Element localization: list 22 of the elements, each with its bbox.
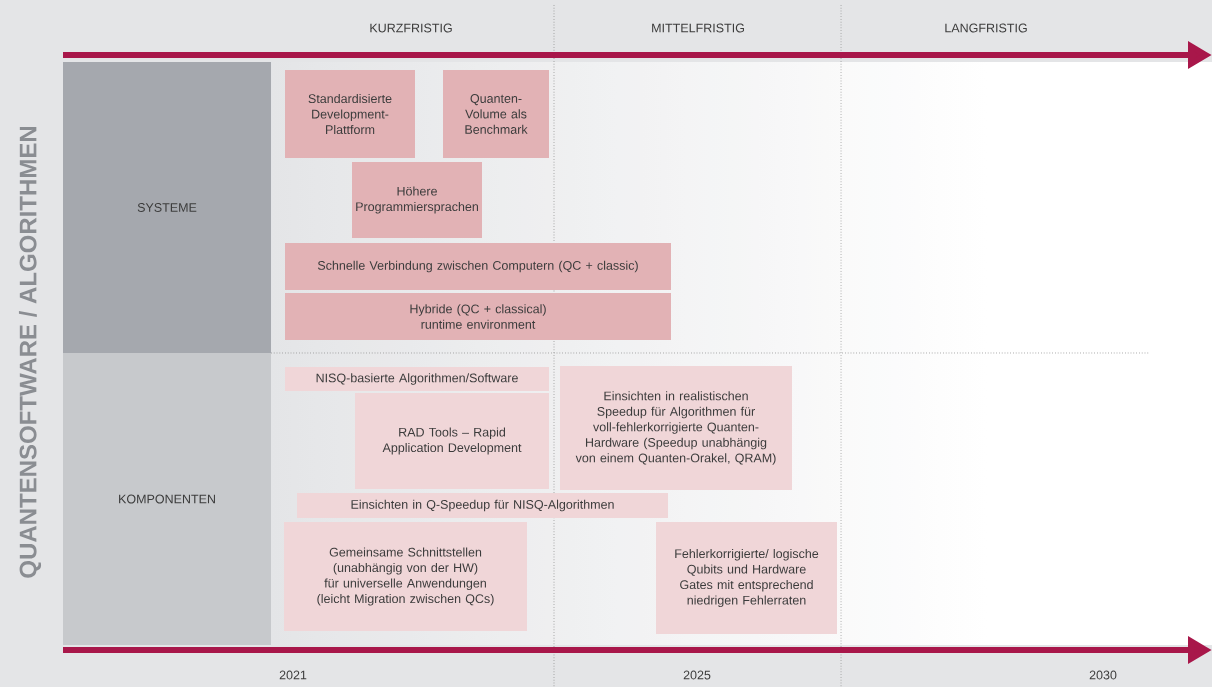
- row-header: SYSTEME: [63, 62, 271, 353]
- roadmap-box: Fehlerkorrigierte/ logische Qubits und Hardware Gates mit entsprechend niedrigen Fehlerraten: [656, 522, 837, 634]
- year-label: 2030: [1089, 670, 1117, 680]
- row-header: KOMPONENTEN: [63, 353, 271, 645]
- node-label: RAD Tools – Rapid Application Development: [382, 427, 522, 455]
- roadmap-box: NISQ-basierte Algorithmen/Software: [285, 367, 549, 391]
- roadmap-box: RAD Tools – Rapid Application Development: [355, 393, 549, 489]
- roadmap-box: Hybride (QC + classical) runtime environment: [285, 293, 671, 340]
- roadmap-box: Einsichten in Q-Speedup für NISQ-Algorithmen: [297, 493, 668, 518]
- roadmap-box: Gemeinsame Schnittstellen (unabhängig von der HW) für universelle Anwendungen (leicht Migration zwischen QCs): [284, 522, 527, 631]
- roadmap-box: Schnelle Verbindung zwischen Computern (QC + classic): [285, 243, 671, 290]
- column-header: KURZFRISTIG: [370, 23, 452, 33]
- year-label: 2021: [279, 670, 307, 680]
- column-header: LANGFRISTIG: [945, 23, 1027, 33]
- column-header: MITTELFRISTIG: [652, 23, 744, 33]
- roadmap-box: Höhere Programmiersprachen: [352, 162, 482, 238]
- year-label: 2025: [683, 670, 711, 680]
- roadmap-box: Standardisierte Development-Plattform: [285, 70, 415, 158]
- roadmap-box: Quanten-Volume als Benchmark: [443, 70, 549, 158]
- vertical-title: QUANTENSOFTWARE / ALGORITHMEN: [18, 126, 42, 578]
- node-label: NISQ-basierte Algorithmen/Software: [316, 373, 518, 385]
- roadmap-box: Einsichten in realistischen Speedup für Algorithmen für voll-fehlerkorrigierte Quanten-Hardware (Speedup unabhängig von einem Quanten-Orakel, QRAM): [560, 366, 792, 490]
